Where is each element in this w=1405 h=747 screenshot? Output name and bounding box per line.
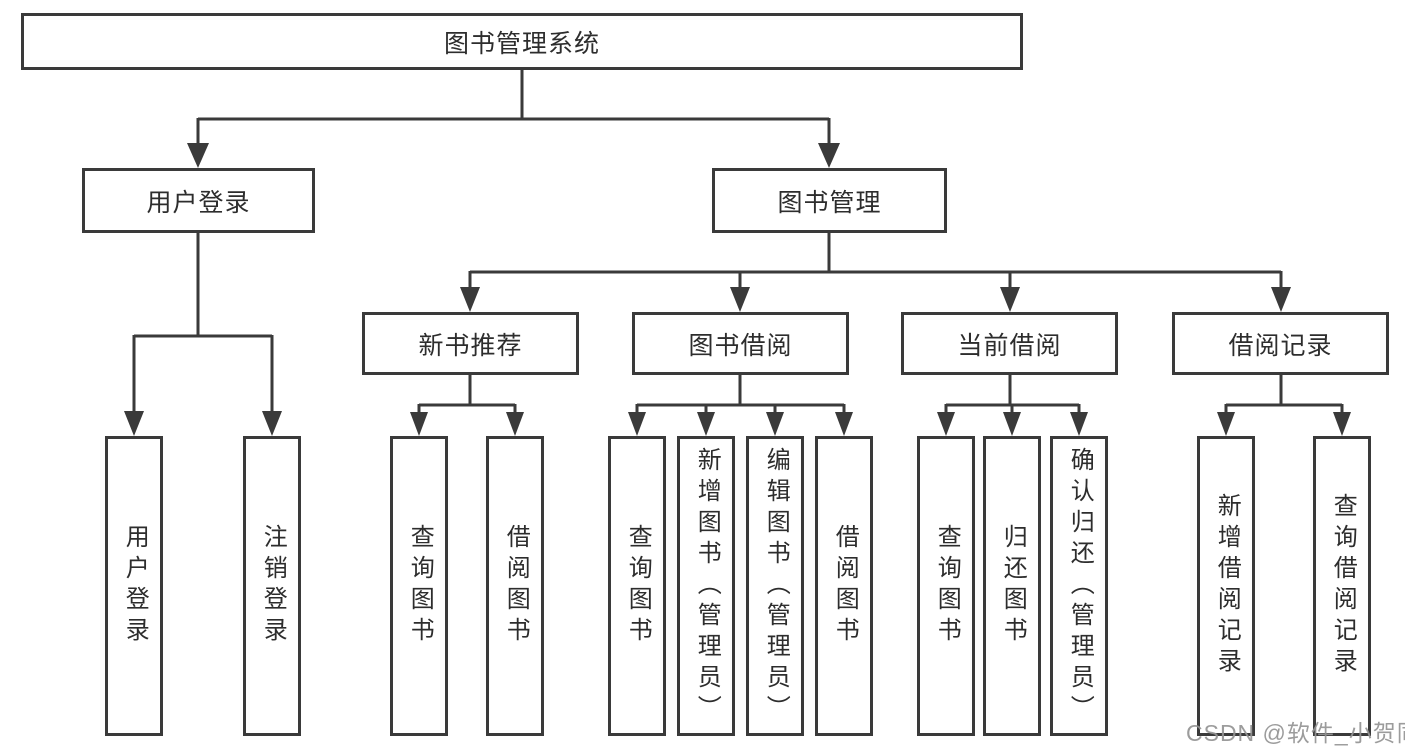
leaf-current-query-books: 查询图书 [917, 436, 975, 736]
leaf-recommend-query-books-label: 查询图书 [406, 524, 434, 648]
node-book-management-label: 图书管理 [777, 188, 882, 217]
csdn-watermark: CSDN @软件_小贺同学 [1186, 720, 1405, 746]
node-borrow-records: 借阅记录 [1172, 312, 1389, 375]
node-current-borrow-label: 当前借阅 [957, 331, 1062, 360]
leaf-borrow-add-books-admin: 新增图书（管理员） [677, 436, 735, 736]
node-root-label: 图书管理系统 [443, 29, 600, 58]
node-borrow-records-label: 借阅记录 [1228, 331, 1333, 360]
leaf-records-query-record: 查询借阅记录 [1313, 436, 1371, 736]
leaf-borrow-query-books: 查询图书 [608, 436, 666, 736]
node-book-borrow-label: 图书借阅 [688, 331, 793, 360]
leaf-records-add-record-label: 新增借阅记录 [1213, 493, 1241, 679]
leaf-user-login: 用户登录 [105, 436, 163, 736]
leaf-borrow-query-books-label: 查询图书 [624, 524, 652, 648]
leaf-current-query-books-label: 查询图书 [933, 524, 961, 648]
node-new-book-recommend-label: 新书推荐 [418, 331, 523, 360]
leaf-current-confirm-return-admin-label: 确认归还（管理员） [1066, 446, 1094, 726]
node-book-management: 图书管理 [712, 168, 947, 233]
leaf-logout-label: 注销登录 [259, 524, 287, 648]
leaf-current-confirm-return-admin: 确认归还（管理员） [1050, 436, 1108, 736]
leaf-borrow-add-books-admin-label: 新增图书（管理员） [693, 446, 721, 726]
leaf-current-return-books-label: 归还图书 [999, 524, 1027, 648]
node-root-library-system: 图书管理系统 [21, 13, 1023, 70]
leaf-borrow-borrow-books-label: 借阅图书 [831, 524, 859, 648]
leaf-recommend-borrow-books-label: 借阅图书 [502, 524, 530, 648]
leaf-user-login-label: 用户登录 [121, 524, 149, 648]
node-user-login: 用户登录 [82, 168, 315, 233]
leaf-current-return-books: 归还图书 [983, 436, 1041, 736]
node-user-login-label: 用户登录 [146, 188, 251, 217]
leaf-borrow-borrow-books: 借阅图书 [815, 436, 873, 736]
leaf-records-query-record-label: 查询借阅记录 [1329, 493, 1357, 679]
leaf-recommend-query-books: 查询图书 [390, 436, 448, 736]
leaf-borrow-edit-books-admin: 编辑图书（管理员） [746, 436, 804, 736]
leaf-recommend-borrow-books: 借阅图书 [486, 436, 544, 736]
leaf-logout: 注销登录 [243, 436, 301, 736]
node-current-borrow: 当前借阅 [901, 312, 1118, 375]
leaf-borrow-edit-books-admin-label: 编辑图书（管理员） [762, 446, 790, 726]
node-book-borrow: 图书借阅 [632, 312, 849, 375]
node-new-book-recommend: 新书推荐 [362, 312, 579, 375]
leaf-records-add-record: 新增借阅记录 [1197, 436, 1255, 736]
